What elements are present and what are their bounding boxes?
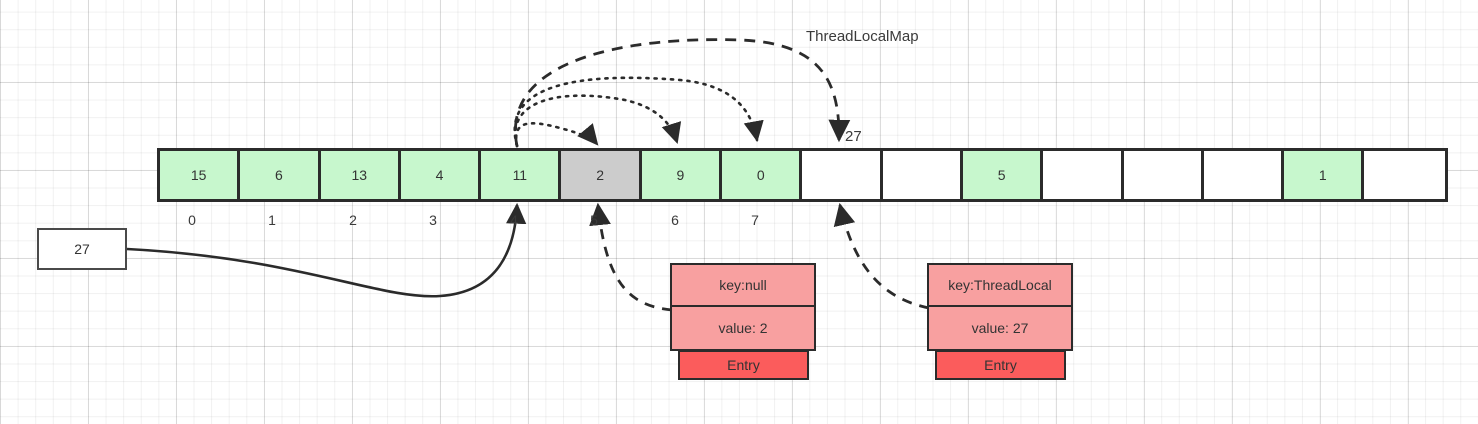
table-cell-0[interactable]: 15	[160, 151, 241, 199]
table-cell-9[interactable]	[882, 151, 963, 199]
entry-key-row: key:ThreadLocal	[927, 263, 1073, 307]
table-cell-7[interactable]: 0	[722, 151, 803, 199]
entry-value-row: value: 2	[670, 307, 816, 351]
entry-footer: Entry	[678, 350, 809, 380]
probe-label-27: 27	[845, 128, 862, 145]
entry-key-text: key:ThreadLocal	[948, 277, 1052, 293]
entry-footer-text: Entry	[727, 357, 760, 373]
table-cell-10[interactable]: 5	[962, 151, 1044, 199]
index-label-6: 6	[671, 212, 679, 228]
page-title: ThreadLocalMap	[806, 28, 919, 45]
entry-value-text: value: 27	[971, 320, 1029, 336]
table-cell-12[interactable]	[1123, 151, 1204, 199]
cell-value: 13	[351, 167, 368, 183]
hash-source-value: 27	[74, 241, 90, 257]
cell-value: 5	[997, 167, 1006, 183]
index-label-5: 5	[590, 212, 598, 228]
cell-value: 15	[190, 167, 207, 183]
table-cell-14[interactable]: 1	[1284, 151, 1365, 199]
entry-value-text: value: 2	[718, 320, 768, 336]
cell-value: 11	[512, 167, 528, 183]
table-cell-6[interactable]: 9	[641, 151, 723, 199]
cell-value: 6	[275, 167, 283, 183]
entry-footer-text: Entry	[984, 357, 1017, 373]
entry-card-new: key:ThreadLocal value: 27 Entry	[927, 263, 1073, 380]
cell-value: 4	[435, 167, 444, 183]
index-label-2: 2	[349, 212, 357, 228]
index-label-7: 7	[751, 212, 759, 228]
threadlocalmap-table: 15 6 13 4 11 2 9 0 5 1	[157, 148, 1448, 202]
table-cell-2[interactable]: 13	[320, 151, 401, 199]
table-cell-3[interactable]: 4	[400, 151, 482, 199]
table-cell-15[interactable]	[1364, 151, 1445, 199]
index-label-3: 3	[429, 212, 437, 228]
entry-key-text: key:null	[719, 277, 767, 293]
hash-source-box: 27	[37, 228, 127, 270]
table-cell-11[interactable]	[1043, 151, 1124, 199]
table-cell-8[interactable]	[802, 151, 883, 199]
entry-value-row: value: 27	[927, 307, 1073, 351]
table-cell-4[interactable]: 11	[481, 151, 562, 199]
index-label-4: 4	[510, 212, 518, 228]
cell-value: 1	[1318, 167, 1327, 183]
index-label-1: 1	[268, 212, 276, 228]
entry-footer: Entry	[935, 350, 1066, 380]
entry-card-stale: key:null value: 2 Entry	[670, 263, 816, 380]
table-cell-5[interactable]: 2	[561, 151, 642, 199]
index-label-0: 0	[188, 212, 196, 228]
cell-value: 9	[676, 167, 685, 183]
entry-key-row: key:null	[670, 263, 816, 307]
cell-value: 0	[756, 167, 765, 183]
table-cell-1[interactable]: 6	[240, 151, 321, 199]
cell-value: 2	[596, 167, 605, 183]
table-cell-13[interactable]	[1203, 151, 1285, 199]
